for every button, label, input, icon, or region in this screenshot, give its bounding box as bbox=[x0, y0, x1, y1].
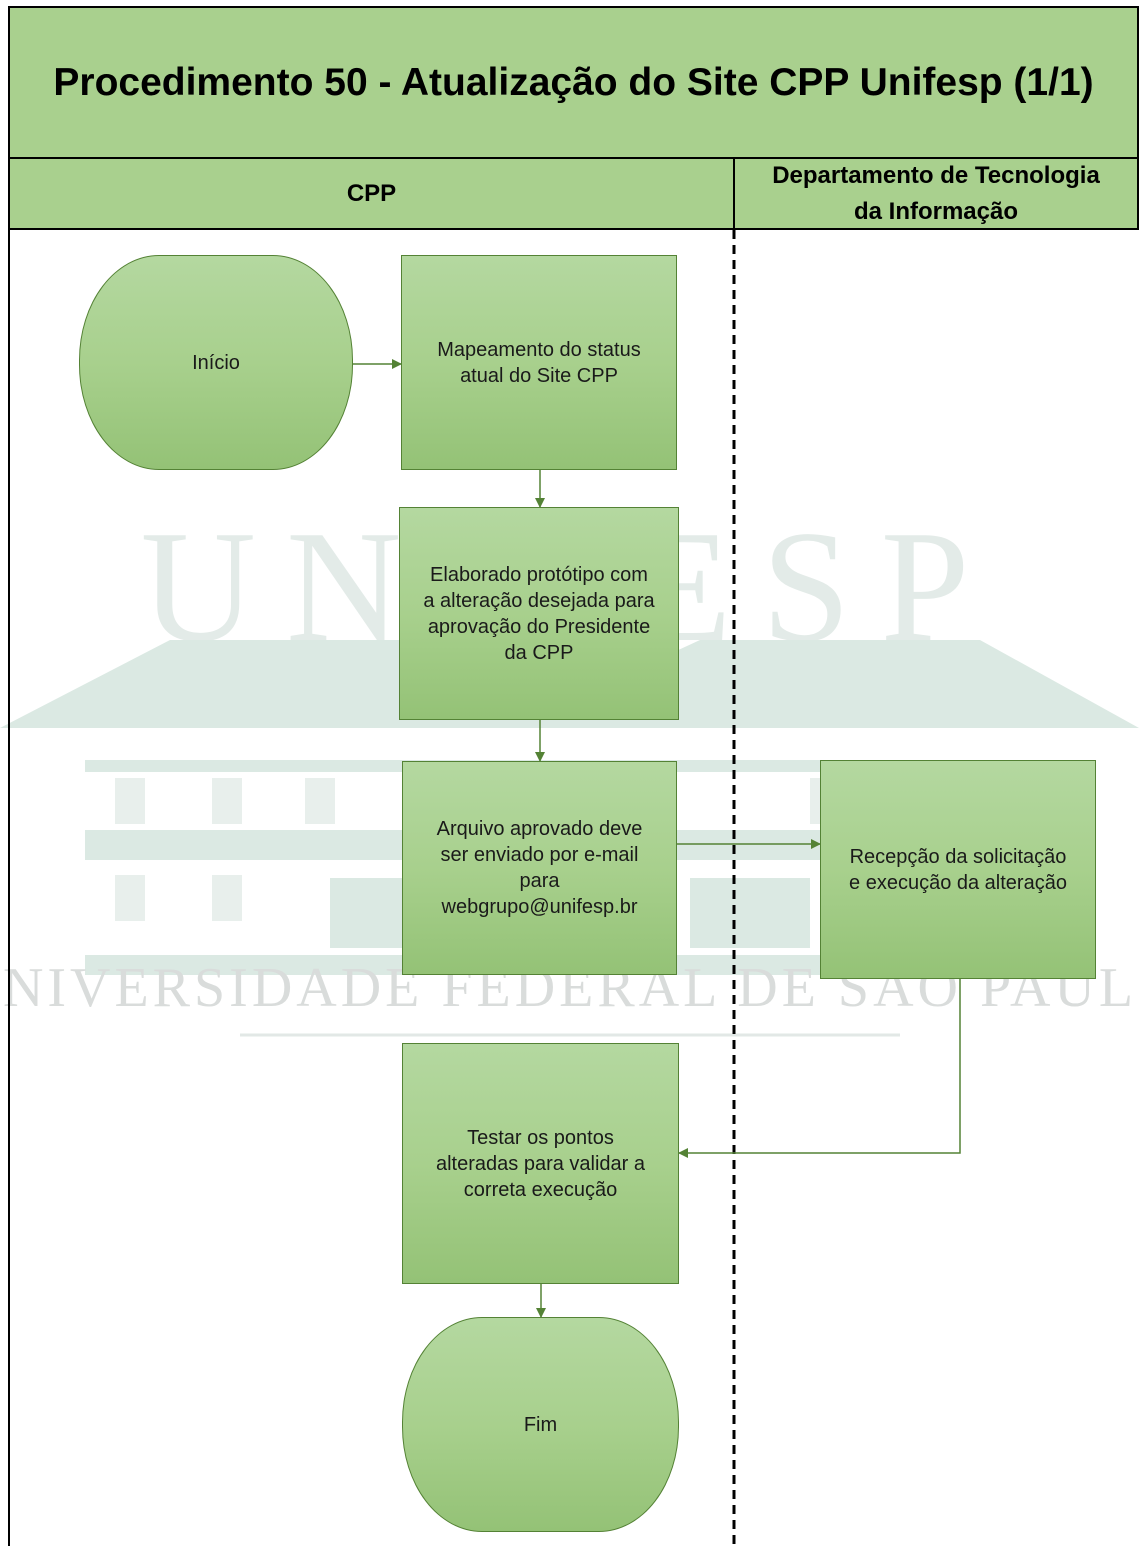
step-prototipo[interactable]: Elaborado protótipo com a alteração dese… bbox=[399, 507, 679, 720]
start-label: Início bbox=[192, 351, 240, 374]
lane-header-cpp: CPP bbox=[8, 157, 735, 230]
lane-header-ti-text: Departamento de Tecnologia da Informação bbox=[772, 161, 1100, 225]
step-recepcao[interactable]: Recepção da solicitação e execução da al… bbox=[820, 760, 1096, 979]
step-arquivo[interactable]: Arquivo aprovado deve ser enviado por e-… bbox=[402, 761, 677, 975]
lane-header-cpp-text: CPP bbox=[346, 179, 397, 207]
page-title: Procedimento 50 - Atualização do Site CP… bbox=[8, 6, 1139, 159]
step-mapeamento[interactable]: Mapeamento do status atual do Site CPP bbox=[401, 255, 677, 470]
step-recepcao-label: Recepção da solicitação e execução da al… bbox=[849, 845, 1067, 894]
step-prototipo-label: Elaborado protótipo com a alteração dese… bbox=[423, 563, 655, 664]
page-title-text: Procedimento 50 - Atualização do Site CP… bbox=[53, 60, 1094, 104]
end-label: Fim bbox=[523, 1413, 558, 1436]
end-terminator[interactable]: Fim bbox=[402, 1317, 679, 1532]
start-terminator[interactable]: Início bbox=[79, 255, 353, 470]
arrow-recepcao-testar bbox=[678, 979, 961, 1158]
step-testar[interactable]: Testar os pontos alteradas para validar … bbox=[402, 1043, 679, 1284]
step-arquivo-label: Arquivo aprovado deve ser enviado por e-… bbox=[436, 818, 643, 918]
step-mapeamento-label: Mapeamento do status atual do Site CPP bbox=[437, 338, 641, 387]
step-testar-label: Testar os pontos alteradas para validar … bbox=[435, 1126, 645, 1201]
lane-header-ti: Departamento de Tecnologia da Informação bbox=[733, 157, 1139, 230]
